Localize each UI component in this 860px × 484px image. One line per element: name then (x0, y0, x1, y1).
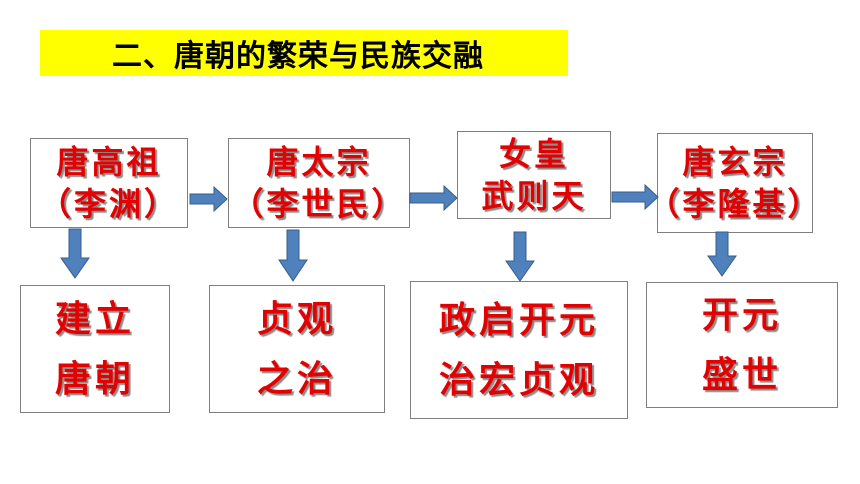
down-arrow-icon (707, 231, 737, 277)
achievement-box-founding: 建立 唐朝 (20, 285, 170, 413)
ruler-name: （李渊） (38, 185, 179, 223)
achievement-line: 治宏贞观 (438, 359, 599, 401)
achievement-line: 开元 (701, 294, 782, 336)
achievement-line: 之治 (256, 358, 337, 400)
ruler-title: 唐太宗 (266, 143, 372, 181)
ruler-box-xuanzong: 唐玄宗 （李隆基） (648, 133, 820, 233)
right-arrow-icon (611, 183, 659, 211)
down-arrow-icon (278, 229, 308, 282)
achievement-line: 政启开元 (438, 299, 599, 341)
achievement-line: 唐朝 (54, 358, 135, 400)
achievement-box-kaiyuan: 开元 盛世 (646, 282, 838, 408)
ruler-name: （李隆基） (647, 185, 823, 223)
ruler-name: 武则天 (481, 177, 587, 215)
ruler-box-wuzetian: 女皇 武则天 (457, 131, 611, 219)
down-arrow-icon (60, 228, 90, 279)
title-banner: 二、唐朝的繁荣与民族交融 (40, 30, 568, 76)
section-title: 二、唐朝的繁荣与民族交融 (112, 39, 484, 74)
down-arrow-icon (505, 231, 535, 282)
achievement-line: 建立 (54, 298, 135, 340)
achievement-box-zhenguan: 贞观 之治 (209, 285, 385, 413)
achievement-line: 盛世 (701, 354, 782, 396)
ruler-box-gaozu: 唐高祖 （李渊） (30, 138, 188, 228)
right-arrow-icon (409, 184, 458, 212)
ruler-title: 女皇 (498, 135, 569, 173)
right-arrow-icon (189, 185, 228, 213)
ruler-box-taizong: 唐太宗 （李世民） (228, 138, 410, 228)
achievement-line: 贞观 (256, 298, 337, 340)
ruler-name: （李世民） (231, 185, 407, 223)
achievement-box-wuzetian: 政启开元 治宏贞观 (410, 281, 628, 419)
ruler-title: 唐玄宗 (682, 143, 788, 181)
ruler-title: 唐高祖 (56, 143, 162, 181)
